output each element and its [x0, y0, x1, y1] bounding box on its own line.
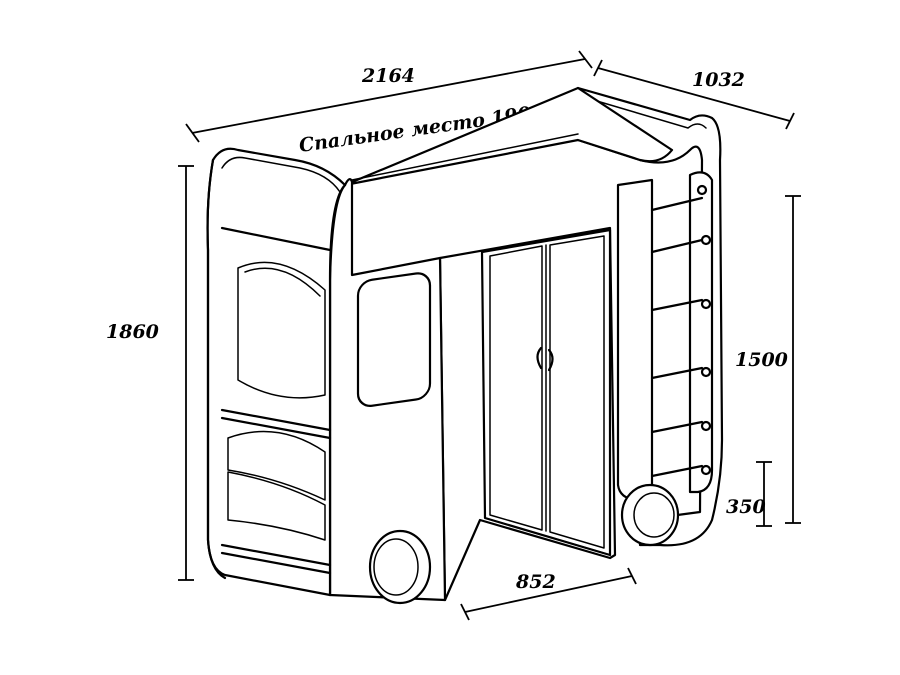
handle-right-icon — [547, 348, 554, 372]
dim-label-wheel-height: 350 — [726, 496, 766, 518]
dim-label-total-height: 1860 — [106, 321, 159, 343]
wardrobe — [438, 226, 617, 602]
handle-left-icon — [536, 346, 543, 370]
dim-label-ladder-height: 1500 — [735, 349, 788, 371]
left-end-panel — [206, 147, 347, 597]
front-panel — [328, 178, 447, 605]
dim-label-depth: 1032 — [692, 69, 745, 91]
ladder — [616, 171, 714, 547]
bus-window — [356, 272, 432, 407]
ladder-rungs — [650, 184, 712, 478]
bed-platform — [343, 86, 674, 187]
front-wheel — [368, 529, 432, 605]
dimension-lines — [178, 50, 801, 621]
dim-label-wardrobe-width: 852 — [515, 571, 556, 593]
back-wheel — [620, 483, 680, 547]
dim-label-total-length: 2164 — [361, 65, 415, 87]
